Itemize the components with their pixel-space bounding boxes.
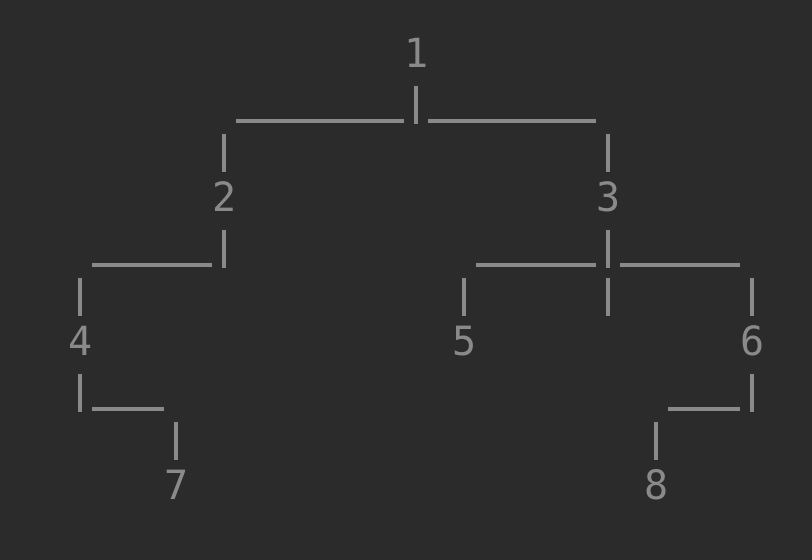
- tree-node-6: 6: [739, 319, 765, 365]
- connector-6-to-8: [654, 422, 658, 460]
- connector-1-to-2: [222, 134, 226, 172]
- connector-4-right-bar: [92, 407, 164, 411]
- connector-2-left-bar: [92, 263, 212, 267]
- connector-4-to-7: [174, 422, 178, 460]
- connector-3-mid-tick: [606, 278, 610, 316]
- tree-node-1: 1: [403, 31, 429, 77]
- connector-6-stem: [750, 374, 754, 412]
- tree-node-2: 2: [211, 175, 237, 221]
- connector-3-to-5: [462, 278, 466, 316]
- connector-1-stem: [414, 86, 418, 124]
- connector-3-right-bar: [620, 263, 740, 267]
- connector-1-right-bar: [428, 119, 596, 123]
- tree-node-5: 5: [451, 319, 477, 365]
- connector-3-stem: [606, 230, 610, 268]
- tree-node-4: 4: [67, 319, 93, 365]
- connector-1-to-3: [606, 134, 610, 172]
- tree-node-8: 8: [643, 463, 669, 509]
- tree-node-7: 7: [163, 463, 189, 509]
- connector-3-to-6: [750, 278, 754, 316]
- connector-1-left-bar: [236, 119, 404, 123]
- connector-6-left-bar: [668, 407, 740, 411]
- tree-node-3: 3: [595, 175, 621, 221]
- connector-3-left-bar: [476, 263, 596, 267]
- connector-2-to-4: [78, 278, 82, 316]
- connector-4-stem: [78, 374, 82, 412]
- connector-2-stem: [222, 230, 226, 268]
